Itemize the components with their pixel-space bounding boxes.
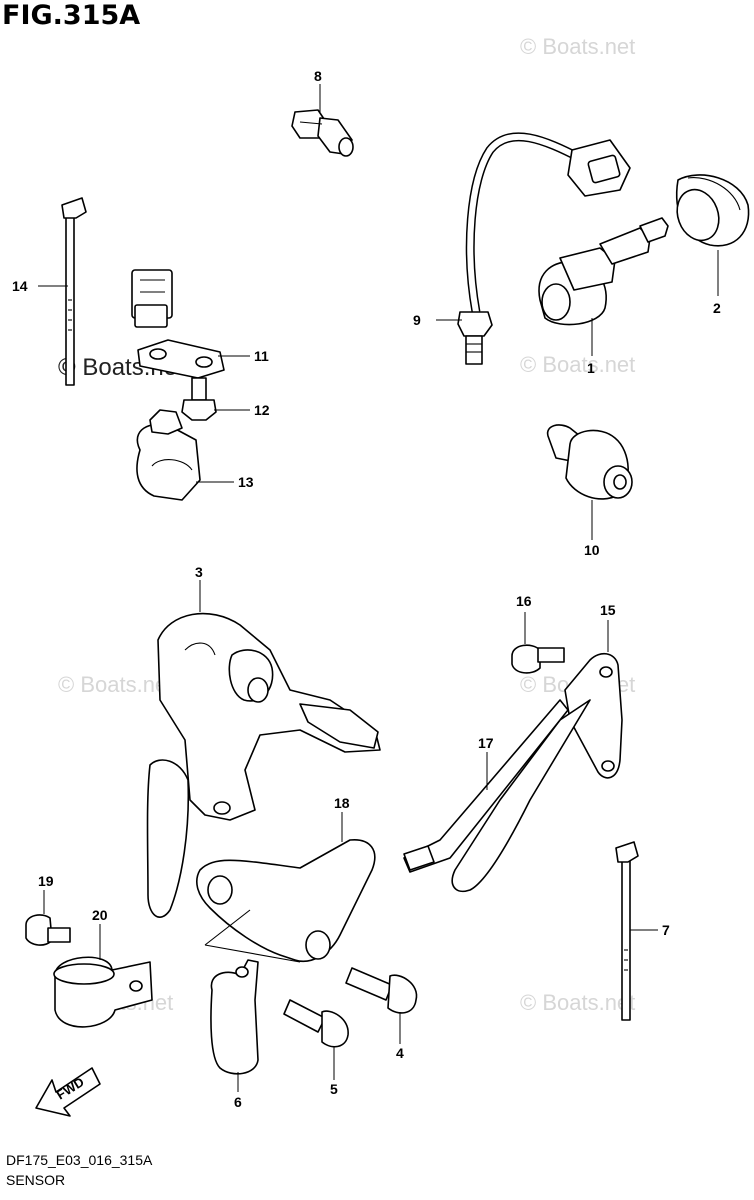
part-15-bracket <box>451 652 623 892</box>
callout-5: 5 <box>330 1081 338 1097</box>
part-11-plate <box>137 339 225 379</box>
watermark: © Boats.net <box>520 34 636 59</box>
watermark: © Boats.net <box>58 672 174 697</box>
callout-10: 10 <box>584 542 600 558</box>
part-14-cable-tie <box>61 197 87 386</box>
callout-20: 20 <box>92 907 108 923</box>
callout-12: 12 <box>254 402 270 418</box>
part-18-bracket <box>196 839 376 963</box>
callout-18: 18 <box>334 795 350 811</box>
part-12-bolt <box>181 377 217 421</box>
part-17-rod <box>403 699 569 873</box>
part-2-grommet <box>676 174 750 247</box>
callout-8: 8 <box>314 68 322 84</box>
callout-2: 2 <box>713 300 721 316</box>
callout-3: 3 <box>195 564 203 580</box>
callout-11: 11 <box>254 348 269 364</box>
part-10-sensor <box>546 424 633 500</box>
part-4-bolt <box>345 967 418 1014</box>
watermark: © Boats.net <box>520 352 636 377</box>
callout-4: 4 <box>396 1045 404 1061</box>
fwd-arrow-icon: FWD <box>35 1067 101 1117</box>
watermark: © Boats.net <box>520 990 636 1015</box>
part-19-bolt <box>25 914 71 946</box>
callout-13: 13 <box>238 474 254 490</box>
leader-lines <box>38 84 719 1092</box>
part-5-bolt <box>283 999 349 1048</box>
part-8-sensor-harness <box>131 81 354 328</box>
part-16-bolt <box>511 644 565 674</box>
callout-16: 16 <box>516 593 532 609</box>
callout-17: 17 <box>478 735 494 751</box>
figure-title: FIG.315A <box>2 0 141 31</box>
callout-6: 6 <box>234 1094 242 1110</box>
figure-name: SENSOR <box>6 1172 66 1188</box>
callout-1: 1 <box>587 360 595 376</box>
part-9-sensor-harness <box>457 132 631 365</box>
callout-numbers: 8 9 1 2 10 14 11 12 13 3 16 15 17 18 19 … <box>12 68 721 1110</box>
callout-14: 14 <box>12 278 28 294</box>
part-20-clamp <box>53 956 153 1028</box>
part-13-clip <box>136 409 201 501</box>
callout-15: 15 <box>600 602 616 618</box>
callout-9: 9 <box>413 312 421 328</box>
part-6-clamp <box>210 959 259 1075</box>
callout-19: 19 <box>38 873 54 889</box>
part-1-sensor <box>538 217 669 326</box>
part-7-cable-tie <box>615 841 639 1021</box>
callout-7: 7 <box>662 922 670 938</box>
part-3-bracket <box>146 612 381 918</box>
figure-code: DF175_E03_016_315A <box>6 1152 153 1168</box>
